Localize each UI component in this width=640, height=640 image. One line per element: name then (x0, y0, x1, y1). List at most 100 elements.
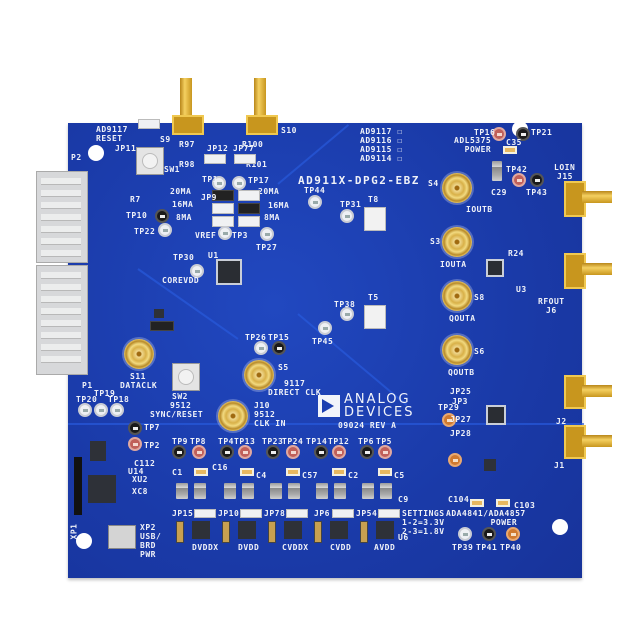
test-point-tp5[interactable] (378, 445, 392, 459)
test-point-tp43[interactable] (530, 173, 544, 187)
jumper-jp77[interactable] (234, 154, 256, 164)
test-point-tp18[interactable] (110, 403, 124, 417)
jp12-label: JP12 (207, 144, 229, 153)
r100-label: R100 (242, 140, 264, 149)
test-point-tp45[interactable] (318, 321, 332, 335)
jumper-jp88-voltage[interactable] (176, 521, 184, 543)
jumper-jp15[interactable] (194, 509, 216, 518)
jp15-label: JP15 (172, 509, 194, 518)
test-point-tp8[interactable] (192, 445, 206, 459)
jumper-jp54[interactable] (378, 509, 400, 518)
tp42-label: TP42 (506, 165, 528, 174)
connector-p1[interactable] (36, 265, 88, 375)
jumper-jp10[interactable] (240, 509, 262, 518)
test-point-tp4[interactable] (220, 445, 234, 459)
test-point-tp31[interactable] (340, 209, 354, 223)
test-point-tp9[interactable] (172, 445, 186, 459)
test-point-tp16[interactable] (492, 127, 506, 141)
capacitor-c5 (378, 468, 392, 476)
sma-connector-s6[interactable] (442, 335, 472, 365)
sma-connector-s9[interactable] (180, 78, 192, 118)
current-8ma-label: 8MA (176, 213, 192, 222)
test-point-tp1[interactable] (212, 176, 226, 190)
sma-connector-s5[interactable] (244, 360, 274, 390)
ic-u1-dac (216, 259, 242, 285)
jp27-label: JP27 (450, 415, 472, 424)
c57-label: C57 (302, 471, 318, 480)
sma-connector-j15-loin[interactable] (582, 191, 612, 203)
test-point-tp21[interactable] (516, 127, 530, 141)
test-point-tp30[interactable] (190, 264, 204, 278)
ic-u14 (90, 441, 106, 461)
r7-label: R7 (130, 195, 141, 204)
xc8-label: XC8 (132, 487, 148, 496)
test-point-tp6[interactable] (360, 445, 374, 459)
test-point-tp41[interactable] (482, 527, 496, 541)
test-point-tp15[interactable] (272, 341, 286, 355)
test-point-tp7[interactable] (128, 421, 142, 435)
tp40-label: TP40 (500, 543, 522, 552)
test-point-tp26[interactable] (254, 341, 268, 355)
test-point-tp39[interactable] (458, 527, 472, 541)
tp9-label: TP9 (172, 437, 188, 446)
jumper-jp21[interactable] (238, 216, 260, 227)
jumper-jp26-voltage[interactable] (222, 521, 230, 543)
sw2-sync-reset-button[interactable] (172, 363, 200, 391)
sma-connector-s10[interactable] (254, 78, 266, 118)
test-point-tp27[interactable] (260, 227, 274, 241)
sma-connector-j6-rfout[interactable] (582, 263, 612, 275)
sma-connector-s11[interactable] (124, 339, 154, 369)
test-point-tp29[interactable] (442, 413, 456, 427)
test-point-tp3[interactable] (218, 226, 232, 240)
sw1-reset-button[interactable] (136, 147, 164, 175)
test-point-tp23[interactable] (266, 445, 280, 459)
test-point-tp19[interactable] (94, 403, 108, 417)
inductor-l3 (380, 483, 392, 499)
s5-label: S5 (278, 363, 289, 372)
inductor-l16 (288, 483, 300, 499)
jumper-jp89-voltage[interactable] (268, 521, 276, 543)
sma-connector-s3[interactable] (442, 227, 472, 257)
ic-small (154, 309, 164, 318)
test-point-tp38[interactable] (340, 307, 354, 321)
jumper-jp6[interactable] (332, 509, 354, 518)
usb-port-xp2[interactable] (108, 525, 136, 549)
jumper-jp20[interactable] (238, 203, 260, 214)
header-xp1[interactable] (74, 457, 82, 515)
jumper-jp8[interactable] (212, 203, 234, 214)
sma-connector-j10[interactable] (218, 401, 248, 431)
sma-connector-j1[interactable] (582, 435, 612, 447)
sma-connector-s8[interactable] (442, 281, 472, 311)
test-point-tp10[interactable] (155, 209, 169, 223)
jumper-jp11[interactable] (138, 119, 160, 129)
test-point-tp12[interactable] (332, 445, 346, 459)
connector-p2[interactable] (36, 171, 88, 263)
inductor-l2 (242, 483, 254, 499)
test-point-tp24[interactable] (286, 445, 300, 459)
test-point-tp13[interactable] (238, 445, 252, 459)
sma-connector-s4[interactable] (442, 173, 472, 203)
test-point-tp50[interactable] (448, 453, 462, 467)
jumper-jp9[interactable] (212, 190, 234, 201)
test-point-tp40[interactable] (506, 527, 520, 541)
tp5-label: TP5 (376, 437, 392, 446)
jumper-jp78[interactable] (286, 509, 308, 518)
test-point-tp17[interactable] (232, 176, 246, 190)
jumper-clock-select[interactable] (150, 321, 174, 331)
test-point-tp2[interactable] (128, 437, 142, 451)
jumper-jp12[interactable] (204, 154, 226, 164)
jumper-jp19[interactable] (238, 190, 260, 201)
tp2-label: TP2 (144, 441, 160, 450)
test-point-tp22[interactable] (158, 223, 172, 237)
test-point-tp20[interactable] (78, 403, 92, 417)
tp39-label: TP39 (452, 543, 474, 552)
sma-connector-j2[interactable] (582, 385, 612, 397)
test-point-tp14[interactable] (314, 445, 328, 459)
jumper-jp29-voltage[interactable] (360, 521, 368, 543)
test-point-tp42[interactable] (512, 173, 526, 187)
test-point-tp44[interactable] (308, 195, 322, 209)
jumper-jp22-voltage[interactable] (314, 521, 322, 543)
tp1-label: TP1 (202, 175, 218, 184)
